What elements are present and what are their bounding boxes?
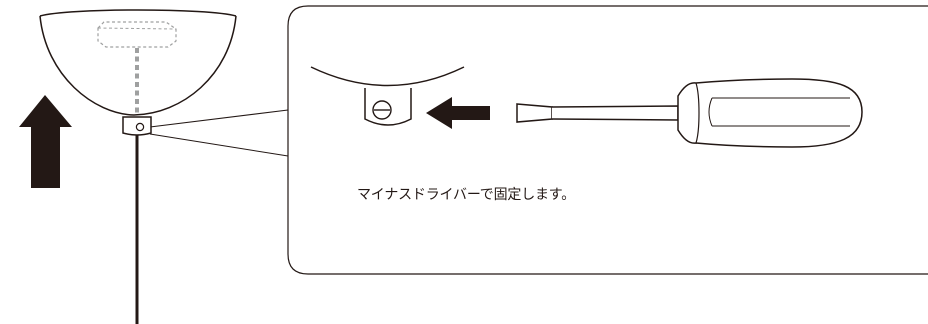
up-arrow-icon	[19, 95, 72, 188]
callout-leader-bottom	[149, 133, 289, 157]
callout-box	[287, 5, 928, 275]
lamp-fitting	[122, 116, 152, 136]
set-screw-icon	[364, 88, 412, 126]
fitting-screw-icon	[135, 122, 145, 132]
lamp-shade-icon	[39, 9, 237, 116]
callout-shade-edge	[310, 66, 465, 87]
callout-leader-top	[149, 109, 289, 128]
instruction-caption: マイナスドライバーで固定します。	[357, 187, 575, 203]
left-arrow-icon	[426, 97, 490, 129]
flathead-screwdriver-icon	[516, 78, 863, 148]
